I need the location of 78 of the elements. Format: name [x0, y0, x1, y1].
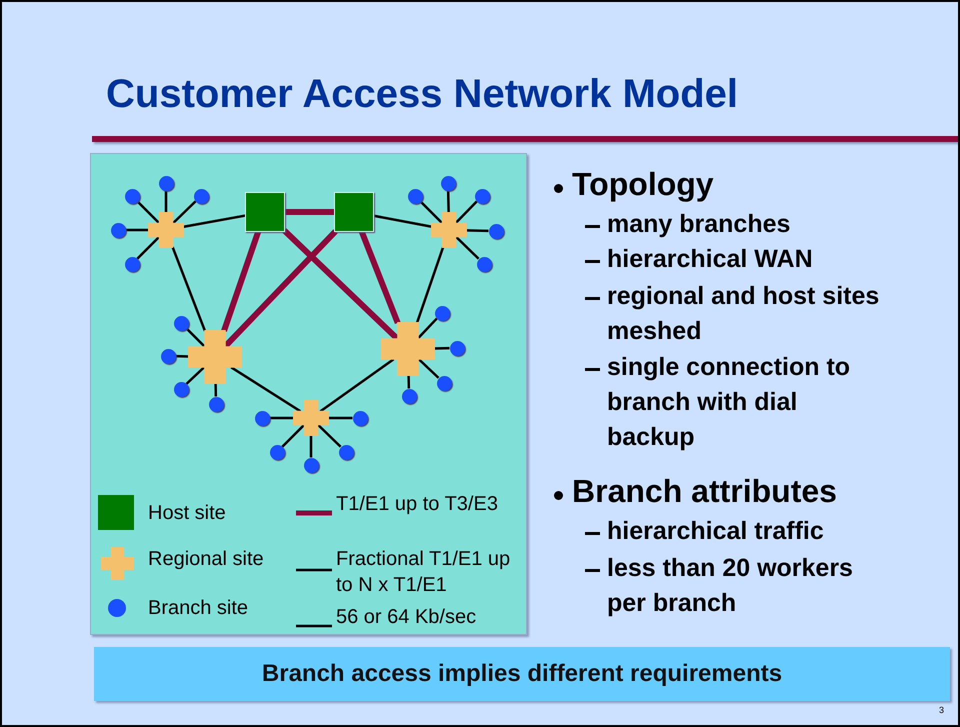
link-line	[281, 424, 306, 448]
link-line	[136, 200, 160, 224]
thick-link-line	[358, 230, 401, 324]
branch-site-dot	[450, 340, 464, 356]
legend-text: 56 or 64 Kb/sec	[336, 605, 478, 630]
host-site-square	[334, 192, 374, 232]
conclusion-banner: Branch access implies different requirements	[94, 647, 950, 701]
bullet-item: hierarchical WAN	[607, 244, 814, 275]
slide-title: Customer Access Network Model	[106, 72, 738, 117]
bullet-heading: Branch attributes	[572, 474, 838, 509]
link-line	[186, 366, 206, 385]
host-site-square	[245, 192, 285, 232]
branch-site-dot	[402, 388, 416, 404]
branch-site-dot	[474, 188, 490, 204]
link-line	[164, 190, 168, 213]
link-line	[466, 229, 489, 232]
branch-site-dot	[174, 382, 188, 396]
bullet-item: less than 20 workers per branch	[607, 553, 854, 619]
link-line	[175, 354, 190, 358]
branch-site-dot	[254, 410, 270, 426]
link-line	[270, 416, 294, 420]
branch-site-dot	[338, 444, 354, 460]
branch-site-dot	[434, 306, 450, 320]
link-line	[372, 214, 432, 228]
branch-site-dot	[304, 458, 318, 472]
thick-link-line	[284, 209, 335, 215]
regional-site-cross	[431, 212, 467, 248]
link-line	[136, 236, 160, 260]
bullet-item: hierarchical traffic	[607, 516, 825, 547]
link-line	[316, 424, 342, 448]
link-line	[182, 214, 246, 228]
branch-site-dot	[208, 396, 224, 412]
link-line	[407, 374, 410, 389]
bullet-item: many branches	[607, 209, 792, 240]
link-line	[171, 246, 206, 332]
branch-site-dot	[488, 224, 504, 238]
branch-site-dot	[270, 444, 284, 460]
thick-link-line	[221, 230, 262, 332]
regional-site-cross	[293, 400, 329, 436]
branch-site-dot	[408, 188, 422, 204]
bullet-item: single connection to branch with dial backup	[607, 352, 852, 453]
link-line	[454, 200, 478, 224]
link-line	[126, 228, 149, 232]
branch-site-dot	[194, 188, 208, 204]
legend-text: Fractional T1/E1 up to N x T1/E1	[336, 547, 511, 598]
link-line	[328, 416, 352, 420]
regional-site-cross	[381, 322, 435, 376]
legend-text: Branch site	[148, 596, 250, 621]
regional-site-cross	[148, 212, 184, 248]
branch-site-dot	[476, 256, 492, 272]
link-line	[434, 346, 450, 350]
branch-site-dot	[124, 188, 140, 204]
link-line	[446, 190, 450, 214]
branch-site-dot	[352, 410, 368, 426]
link-line	[417, 318, 438, 340]
link-line	[230, 366, 302, 412]
branch-site-dot	[124, 256, 140, 272]
link-line	[214, 382, 218, 397]
branch-site-dot	[440, 176, 456, 190]
branch-site-dot	[160, 348, 176, 364]
link-line	[310, 435, 312, 458]
regional-site-cross	[188, 330, 242, 384]
branch-site-dot	[158, 176, 174, 190]
legend-text: T1/E1 up to T3/E3	[336, 492, 499, 517]
link-line	[454, 236, 480, 260]
bullet-heading: Topology	[572, 167, 715, 202]
branch-site-dot	[436, 376, 452, 390]
page-number: 3	[938, 705, 944, 715]
branch-site-dot	[110, 222, 126, 238]
branch-site-dot	[174, 316, 188, 330]
link-line	[416, 246, 444, 324]
legend-text: Host site	[148, 501, 227, 526]
link-line	[185, 327, 206, 348]
link-line	[419, 200, 444, 224]
link-line	[320, 358, 394, 412]
link-line	[418, 358, 440, 379]
link-line	[172, 200, 196, 224]
legend-text: Regional site	[148, 547, 265, 572]
